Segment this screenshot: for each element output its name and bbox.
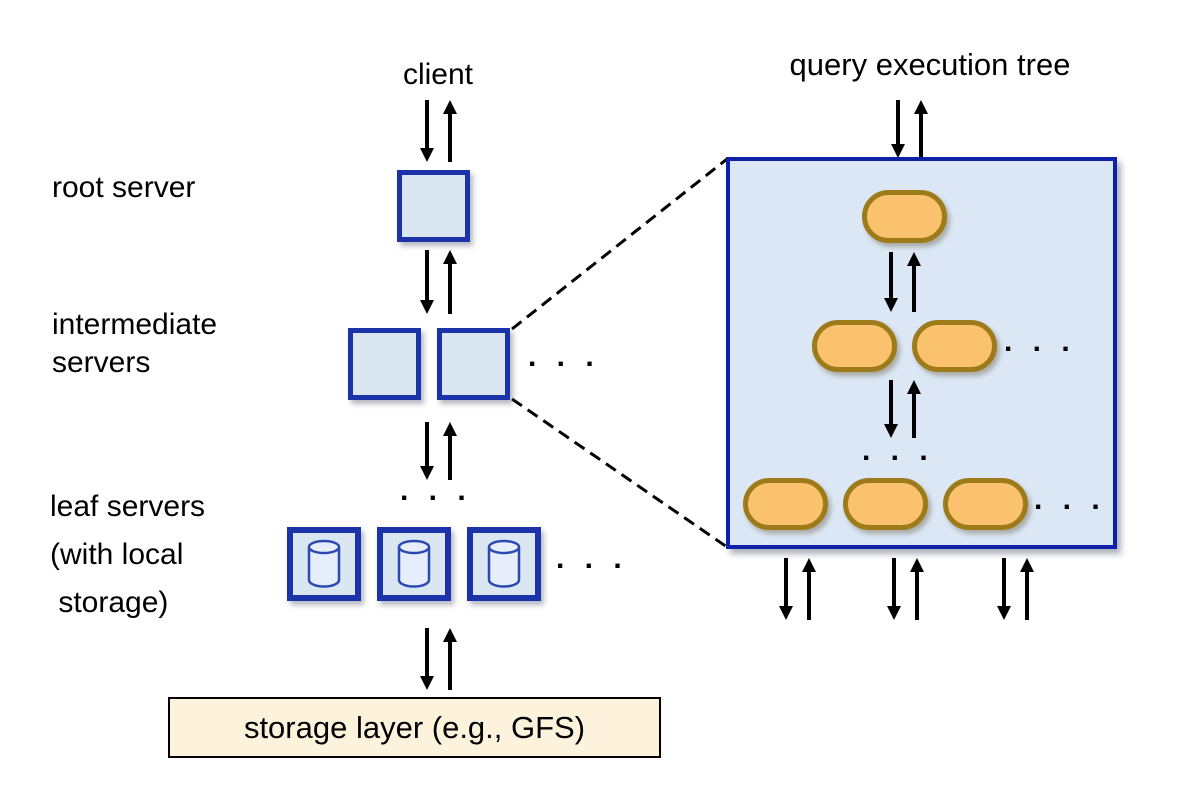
up-arrow-icon [907, 252, 921, 312]
root-server-node [397, 170, 470, 242]
tree-root-pill [862, 190, 947, 243]
root-intermediate-arrow-pair [420, 250, 458, 314]
tree-bottom-ellipsis: . . . [1034, 483, 1106, 516]
up-arrow-icon [802, 558, 816, 620]
leaf-storage-arrow-pair [420, 628, 458, 690]
down-arrow-icon [420, 100, 434, 162]
down-arrow-icon [420, 422, 434, 480]
root-server-label: root server [52, 171, 196, 204]
client-label: client [402, 58, 474, 91]
client-root-arrow-pair [420, 100, 458, 162]
down-arrow-icon [891, 100, 905, 158]
down-arrow-icon [779, 558, 793, 620]
up-arrow-icon [910, 558, 924, 620]
down-arrow-icon [887, 558, 901, 620]
tree-arrow-pair-1 [884, 252, 922, 312]
up-arrow-icon [443, 628, 457, 690]
up-arrow-icon [443, 422, 457, 480]
up-arrow-icon [907, 380, 921, 438]
leaf-ellipsis-right: . . . [556, 542, 628, 575]
tree-bottom-arrow-pair [779, 558, 817, 620]
up-arrow-icon [443, 250, 457, 314]
intermediate-server-node [348, 328, 421, 400]
down-arrow-icon [884, 252, 898, 312]
tree-intermediate-pill [912, 320, 997, 372]
storage-layer-label: storage layer (e.g., GFS) [243, 709, 586, 745]
database-cylinder-icon [307, 539, 341, 588]
zoom-dashed-line-bottom [511, 397, 728, 549]
up-arrow-icon [443, 100, 457, 162]
storage-layer-box: storage layer (e.g., GFS) [168, 697, 661, 758]
tree-leaf-pill [843, 478, 928, 530]
tree-leaf-pill [743, 478, 828, 530]
leaf-server-node [377, 527, 451, 601]
down-arrow-icon [997, 558, 1011, 620]
database-cylinder-icon [397, 539, 431, 588]
up-arrow-icon [914, 100, 928, 158]
intermediate-ellipsis: . . . [528, 340, 600, 373]
leaf-ellipsis-above: . . . [400, 474, 472, 507]
tree-arrow-pair-2 [884, 380, 922, 438]
database-cylinder-icon [487, 539, 521, 588]
tree-intermediate-pill [812, 320, 897, 372]
tree-level-ellipsis: . . . [862, 434, 934, 467]
down-arrow-icon [884, 380, 898, 438]
tree-bottom-arrow-pair [997, 558, 1035, 620]
tree-top-arrow-pair [891, 100, 929, 158]
intermediate-server-node [437, 328, 510, 400]
leaf-server-node [467, 527, 541, 601]
tree-bottom-arrow-pair [887, 558, 925, 620]
query-execution-tree-label: query execution tree [789, 47, 1071, 82]
leaf-server-node [287, 527, 361, 601]
down-arrow-icon [420, 250, 434, 314]
down-arrow-icon [420, 628, 434, 690]
zoom-dashed-line-top [511, 157, 728, 331]
tree-middle-ellipsis: . . . [1004, 325, 1076, 358]
up-arrow-icon [1020, 558, 1034, 620]
intermediate-leaf-arrow-pair [420, 422, 458, 480]
tree-leaf-pill [943, 478, 1028, 530]
